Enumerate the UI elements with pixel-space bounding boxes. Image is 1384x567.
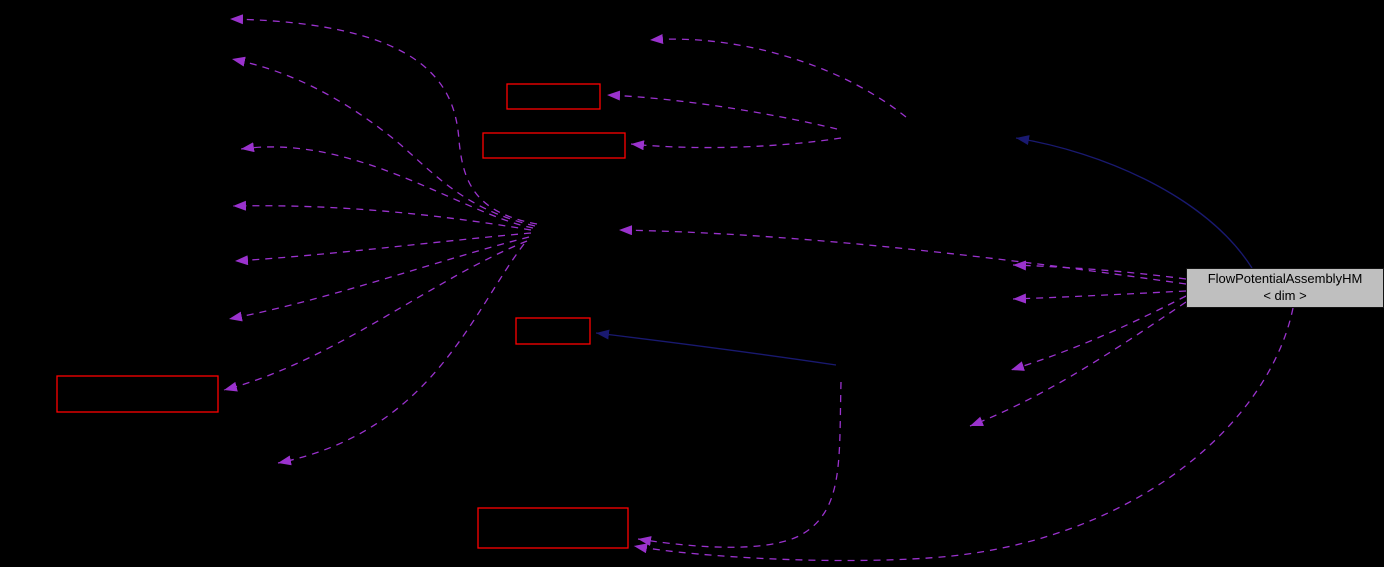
inheritance-edges — [595, 135, 1253, 366]
usage-edge-14 — [1012, 290, 1187, 304]
inheritance-edge-2 — [595, 329, 837, 366]
main-class-template-param: < dim > — [1263, 288, 1307, 303]
usage-edge-1 — [229, 14, 538, 225]
usage-edge-18 — [637, 381, 842, 548]
usage-edge-11 — [630, 137, 842, 151]
usage-edge-6 — [228, 236, 530, 322]
class-node-bottom[interactable] — [477, 507, 629, 549]
usage-edge-9 — [649, 33, 907, 118]
usage-edge-12 — [618, 225, 1187, 285]
usage-edge-5 — [234, 232, 532, 266]
class-node-top-wide[interactable] — [482, 132, 626, 159]
usage-edges — [223, 14, 1294, 562]
usage-edge-15 — [1010, 295, 1187, 371]
usage-edge-2 — [231, 56, 536, 227]
class-nodes — [56, 83, 629, 549]
class-node-left[interactable] — [56, 375, 219, 413]
usage-edge-8 — [277, 243, 525, 466]
class-node-middle[interactable] — [515, 317, 591, 345]
usage-edge-3 — [240, 142, 534, 229]
usage-edge-4 — [232, 200, 532, 231]
usage-edge-13 — [1012, 260, 1187, 280]
main-class-node[interactable]: FlowPotentialAssemblyHM < dim > — [1186, 268, 1384, 308]
main-class-label: FlowPotentialAssemblyHM — [1207, 271, 1363, 287]
usage-edge-7 — [223, 240, 528, 392]
class-node-top-small[interactable] — [506, 83, 601, 110]
usage-edge-17 — [633, 307, 1294, 562]
usage-edge-16 — [969, 301, 1187, 427]
usage-edge-10 — [606, 90, 838, 130]
inheritance-edge-1 — [1015, 135, 1253, 269]
